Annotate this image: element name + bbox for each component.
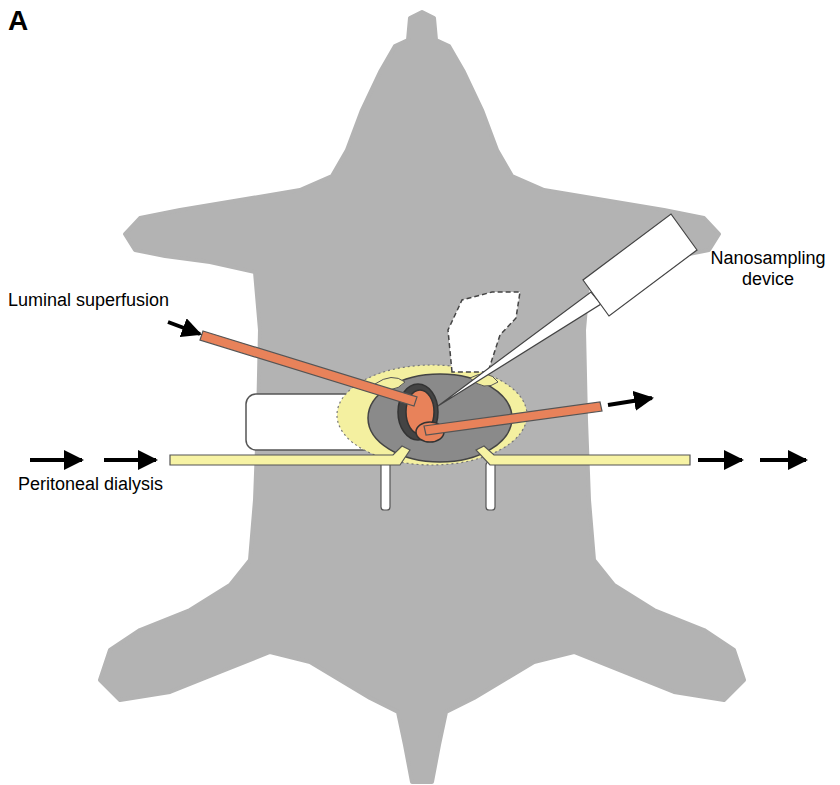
- rat-silhouette: [100, 12, 744, 782]
- superfusion-tube: [200, 331, 602, 435]
- abdominal-opening: [337, 365, 527, 465]
- part-label: Nanosampling device: [704, 248, 832, 290]
- part-label: Peritoneal dialysis: [18, 474, 218, 495]
- flow-arrow: [30, 322, 806, 460]
- part-label: Luminal superfusion: [8, 290, 208, 311]
- nanosampling-device: [438, 214, 697, 406]
- pegs: [381, 462, 495, 510]
- dialysis-tube: [170, 446, 690, 465]
- panel-letter: A: [8, 4, 48, 37]
